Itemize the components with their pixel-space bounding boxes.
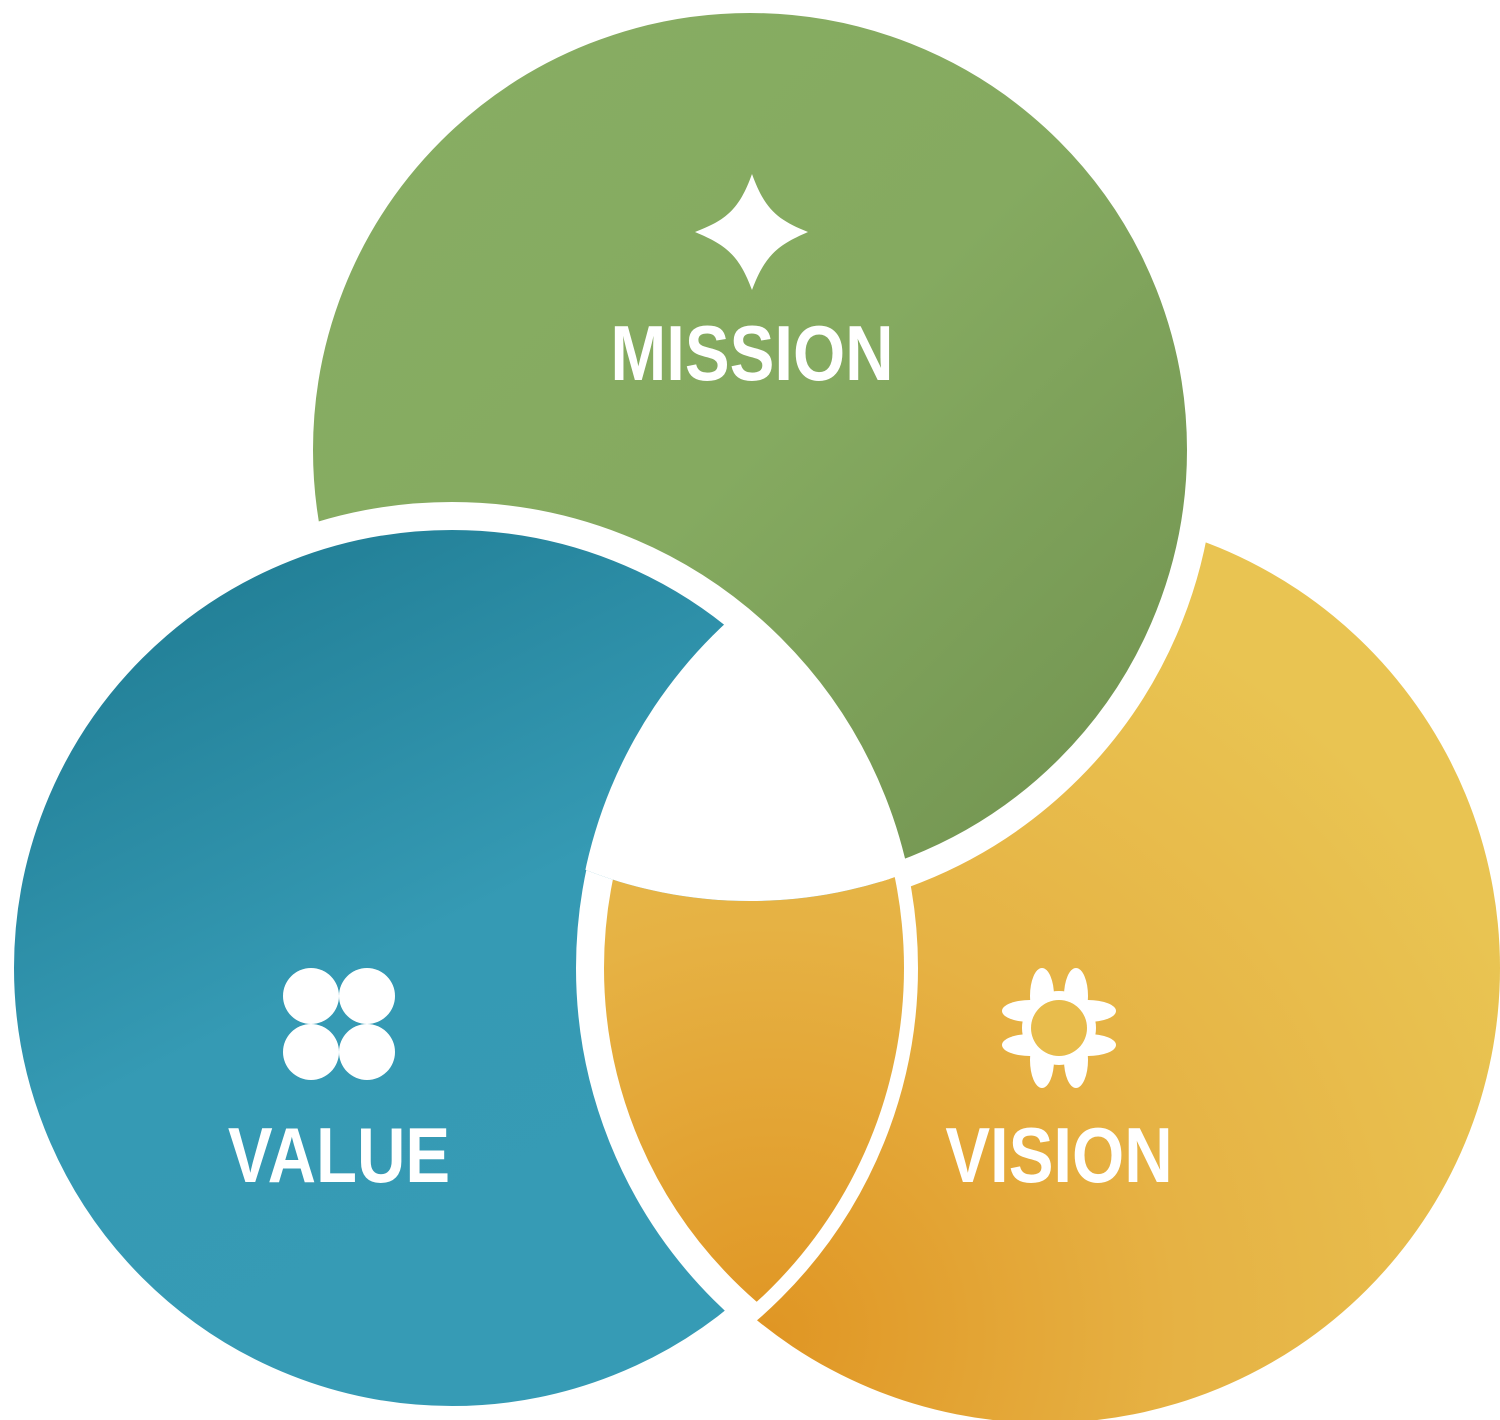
flower-icon bbox=[1002, 968, 1116, 1088]
center-intersection bbox=[575, 516, 904, 901]
mission-label: MISSION bbox=[610, 310, 893, 397]
value-label: VALUE bbox=[228, 1112, 450, 1199]
four-point-star-icon bbox=[695, 174, 808, 290]
four-circles-icon bbox=[283, 968, 395, 1080]
vision-label: VISION bbox=[945, 1112, 1172, 1199]
